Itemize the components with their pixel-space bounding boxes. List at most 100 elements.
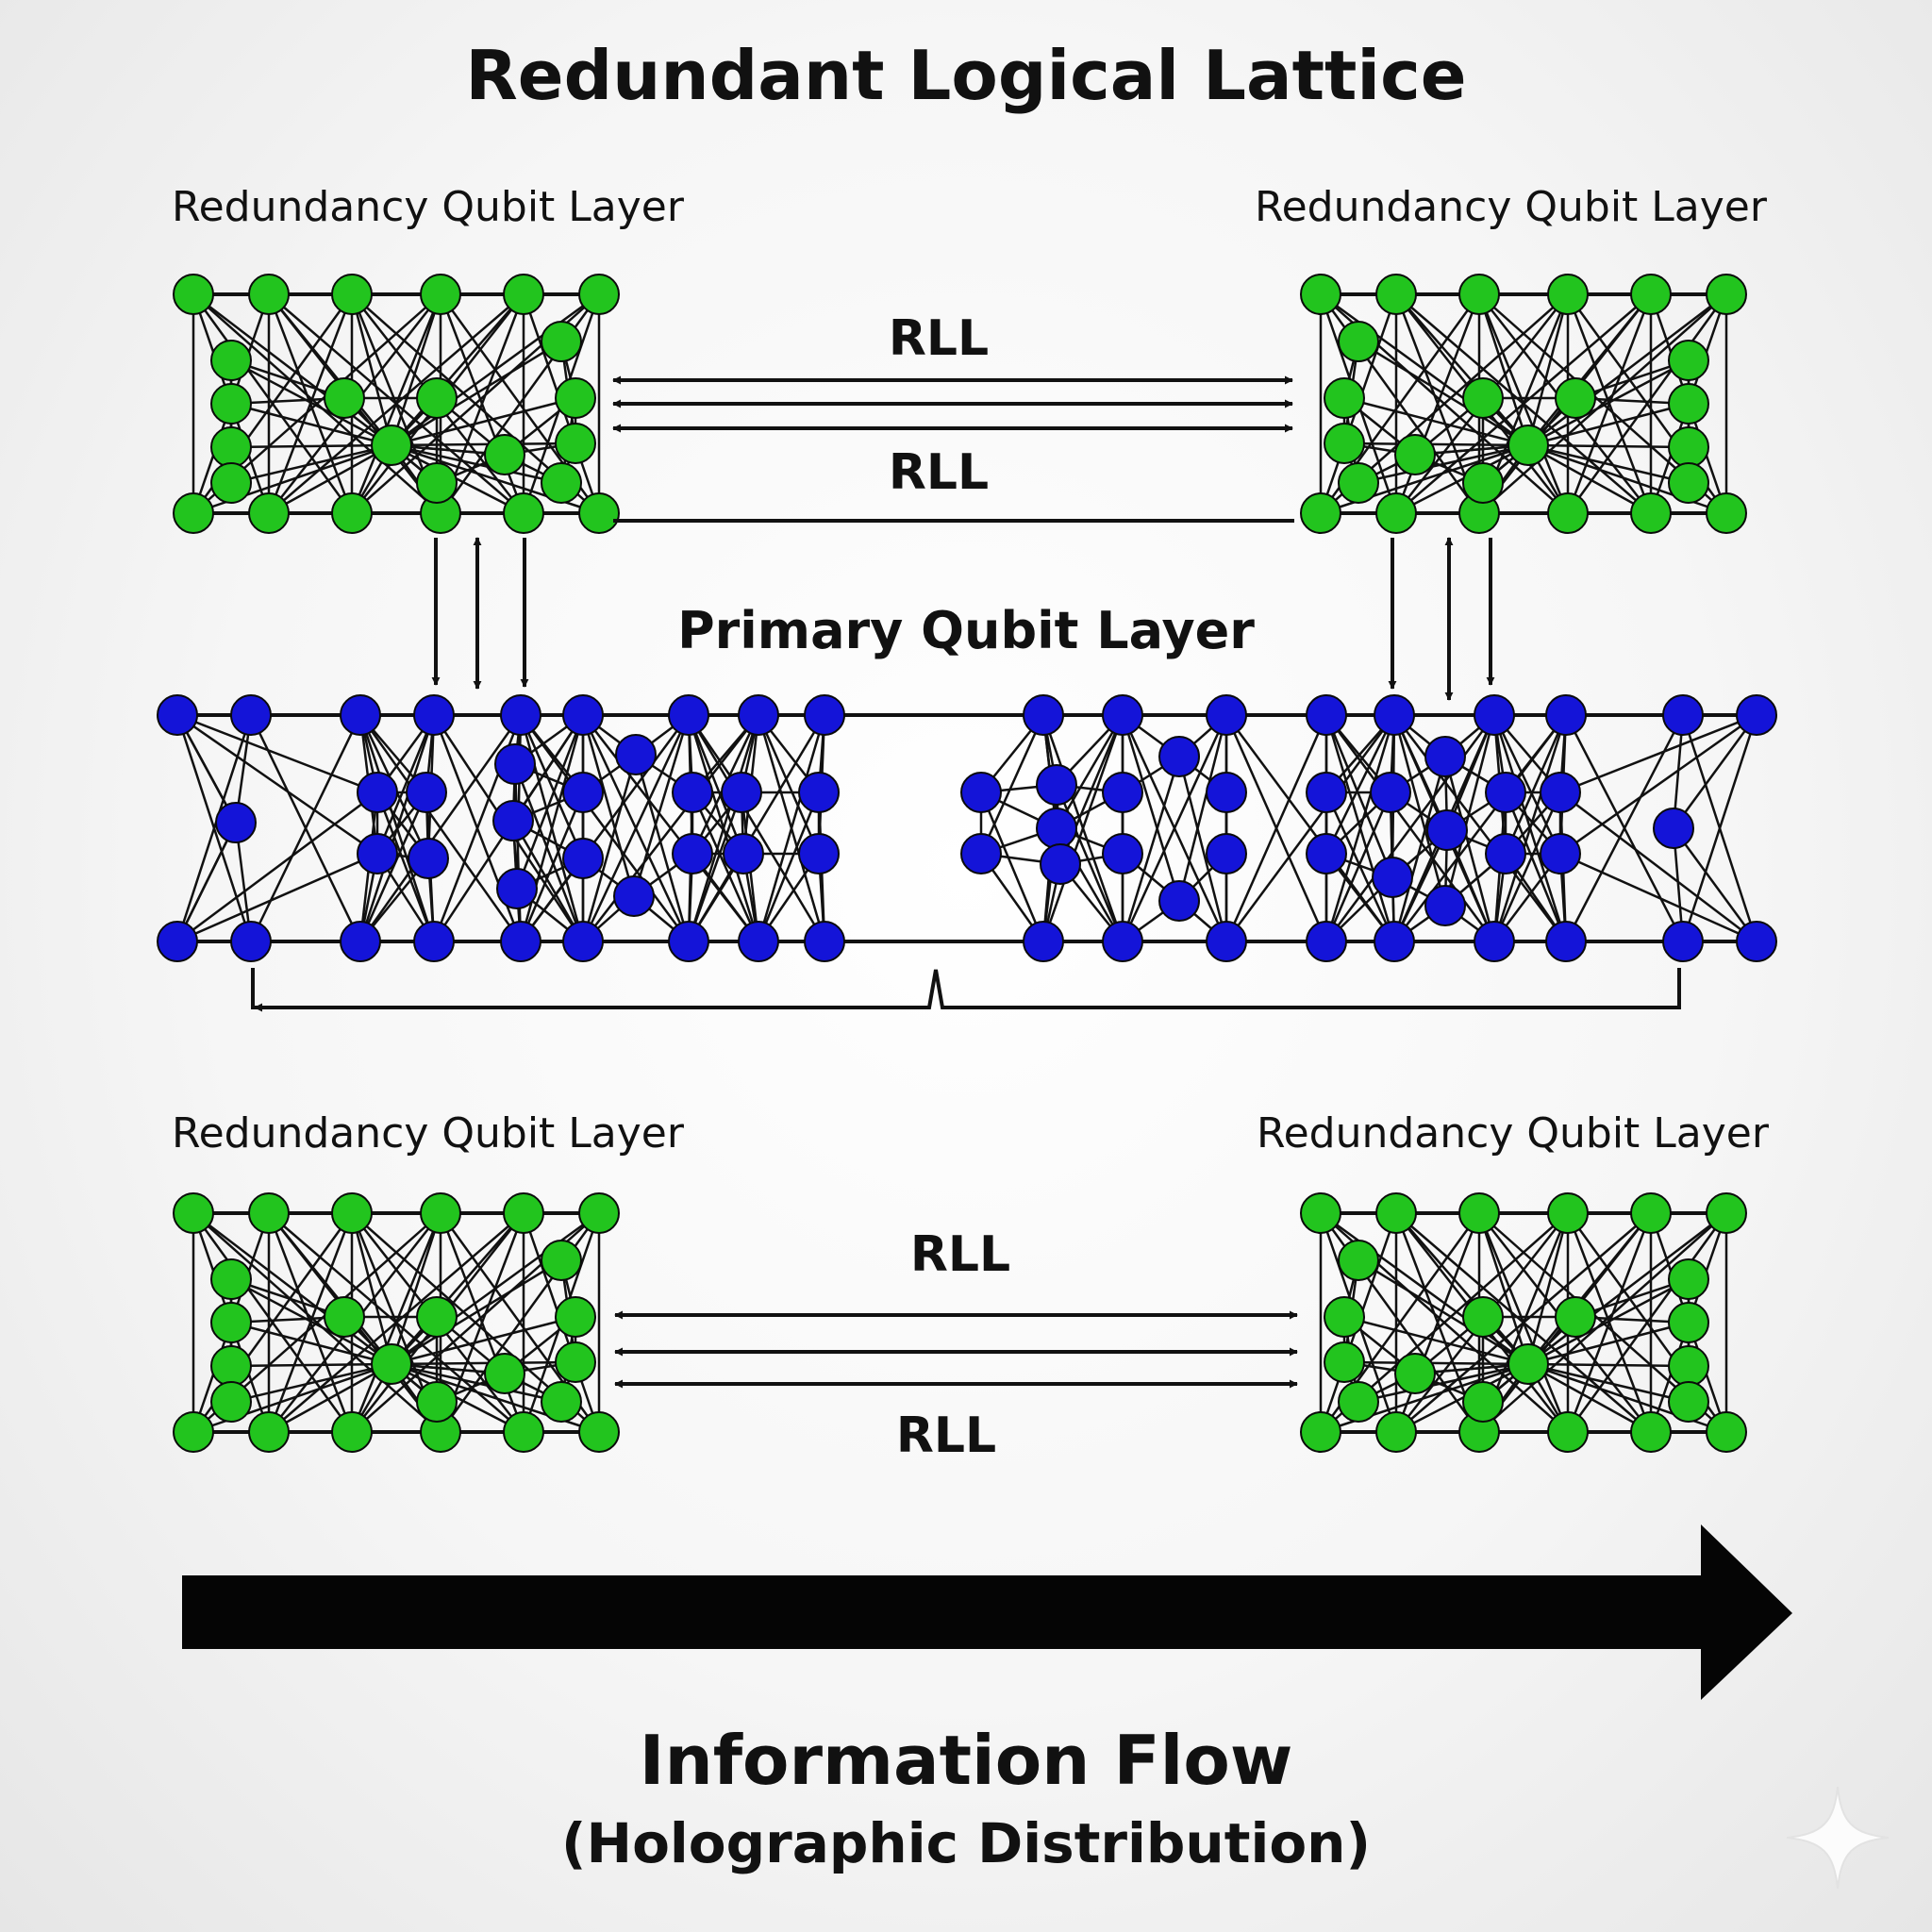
primary-node (721, 772, 762, 813)
redundancy-node (1668, 383, 1709, 425)
redundancy-node (210, 1302, 252, 1343)
redundancy-node (578, 1192, 620, 1234)
redundancy-node (173, 274, 214, 315)
lattice-edge (249, 714, 362, 942)
lattice-edge (391, 1360, 576, 1366)
primary-node (1370, 772, 1411, 813)
lattice-edge (1324, 714, 1396, 855)
primary-bracket (251, 968, 1681, 1009)
lattice-edge (1324, 714, 1396, 942)
redundancy-node (503, 1411, 544, 1453)
primary-node (1545, 921, 1587, 962)
lattice-edge (1357, 340, 1529, 447)
lattice-edge (1492, 791, 1562, 942)
connectors (251, 375, 1681, 1389)
lattice-edge (268, 443, 392, 515)
primary-node (615, 734, 657, 775)
redundancy-node (1706, 1411, 1747, 1453)
lattice-edge (582, 714, 759, 942)
primary-node (1206, 772, 1247, 813)
lattice-edge (1392, 714, 1447, 907)
redundancy-node (1547, 492, 1589, 534)
primary-node (1736, 921, 1777, 962)
primary-node (1102, 921, 1143, 962)
redundancy-node (210, 1258, 252, 1300)
primary-node (1158, 880, 1200, 922)
redundancy-node (541, 1381, 582, 1423)
redundancy-node (1706, 492, 1747, 534)
lattice-edge (176, 713, 378, 856)
primary-node (500, 921, 541, 962)
lattice-edge (390, 1212, 442, 1365)
lattice-edge (1395, 443, 1529, 515)
lattice-edge (1041, 714, 1124, 942)
lattice-edge (175, 714, 253, 942)
lattice-edge (1392, 714, 1449, 831)
lattice-edge (391, 293, 525, 446)
lattice-nodes (157, 274, 1777, 1453)
primary-node (357, 772, 398, 813)
lattice-edge (691, 791, 760, 942)
primary-layer-label: Primary Qubit Layer (677, 601, 1255, 660)
lattice-edge (1177, 714, 1228, 902)
redundancy-node (420, 274, 461, 315)
primary-node (230, 694, 272, 736)
lattice-edge (230, 1362, 392, 1368)
redundancy-node (1668, 462, 1709, 504)
lattice-edge (176, 713, 378, 794)
lattice-edge (391, 1211, 600, 1366)
lattice-edge (1504, 714, 1568, 855)
lattice-edge (1559, 713, 1757, 856)
lattice-edge (391, 1362, 562, 1404)
redundancy-node (1394, 434, 1436, 475)
redundancy-node (1706, 1192, 1747, 1234)
primary-node (1474, 921, 1515, 962)
lattice-edge (1121, 756, 1181, 942)
lattice-edge (390, 293, 442, 446)
redundancy-node (1555, 377, 1596, 419)
primary-node (1306, 921, 1347, 962)
primary-node (1036, 764, 1077, 806)
redundancy-node (1458, 274, 1500, 315)
primary-node (1424, 885, 1466, 926)
lattice-edge (1527, 358, 1690, 447)
lattice-edge (1527, 1212, 1652, 1365)
lattice-edge (268, 1212, 525, 1433)
lattice-edge (1392, 756, 1447, 942)
primary-node (562, 772, 604, 813)
lattice-edge (1566, 293, 1653, 514)
lattice-edge (1527, 1362, 1690, 1368)
lattice-edge (1395, 293, 1652, 514)
lattice-edge (1443, 756, 1496, 942)
redundancy-node (484, 1353, 525, 1394)
primary-node (1306, 694, 1347, 736)
redundancy-node (1668, 1302, 1709, 1343)
primary-node (1040, 843, 1081, 885)
primary-node (668, 921, 709, 962)
primary-node (798, 772, 840, 813)
redundancy-node (210, 1381, 252, 1423)
lattice-edge (519, 714, 585, 859)
lattice-edge (1224, 714, 1396, 942)
lattice-edge (230, 1277, 392, 1366)
redundancy-node (371, 425, 412, 466)
lattice-edge (687, 791, 743, 942)
lattice-edge (979, 791, 1045, 942)
lattice-edge (757, 791, 821, 942)
information-flow-subtitle: (Holographic Distribution) (561, 1811, 1371, 1875)
redundancy-node (416, 1296, 458, 1338)
primary-node (1540, 833, 1581, 874)
primary-node (494, 743, 536, 785)
primary-node (1424, 736, 1466, 777)
primary-node (492, 800, 534, 841)
redundancy-node (503, 1192, 544, 1234)
primary-node (1540, 772, 1581, 813)
lattice-edge (230, 402, 392, 447)
lattice-edge (1566, 1212, 1653, 1433)
lattice-edge (1224, 714, 1328, 942)
primary-node (1306, 833, 1347, 874)
primary-node (613, 875, 655, 917)
lattice-edge (175, 822, 238, 942)
redundancy-node (1630, 492, 1672, 534)
redundancy-node (371, 1343, 412, 1385)
